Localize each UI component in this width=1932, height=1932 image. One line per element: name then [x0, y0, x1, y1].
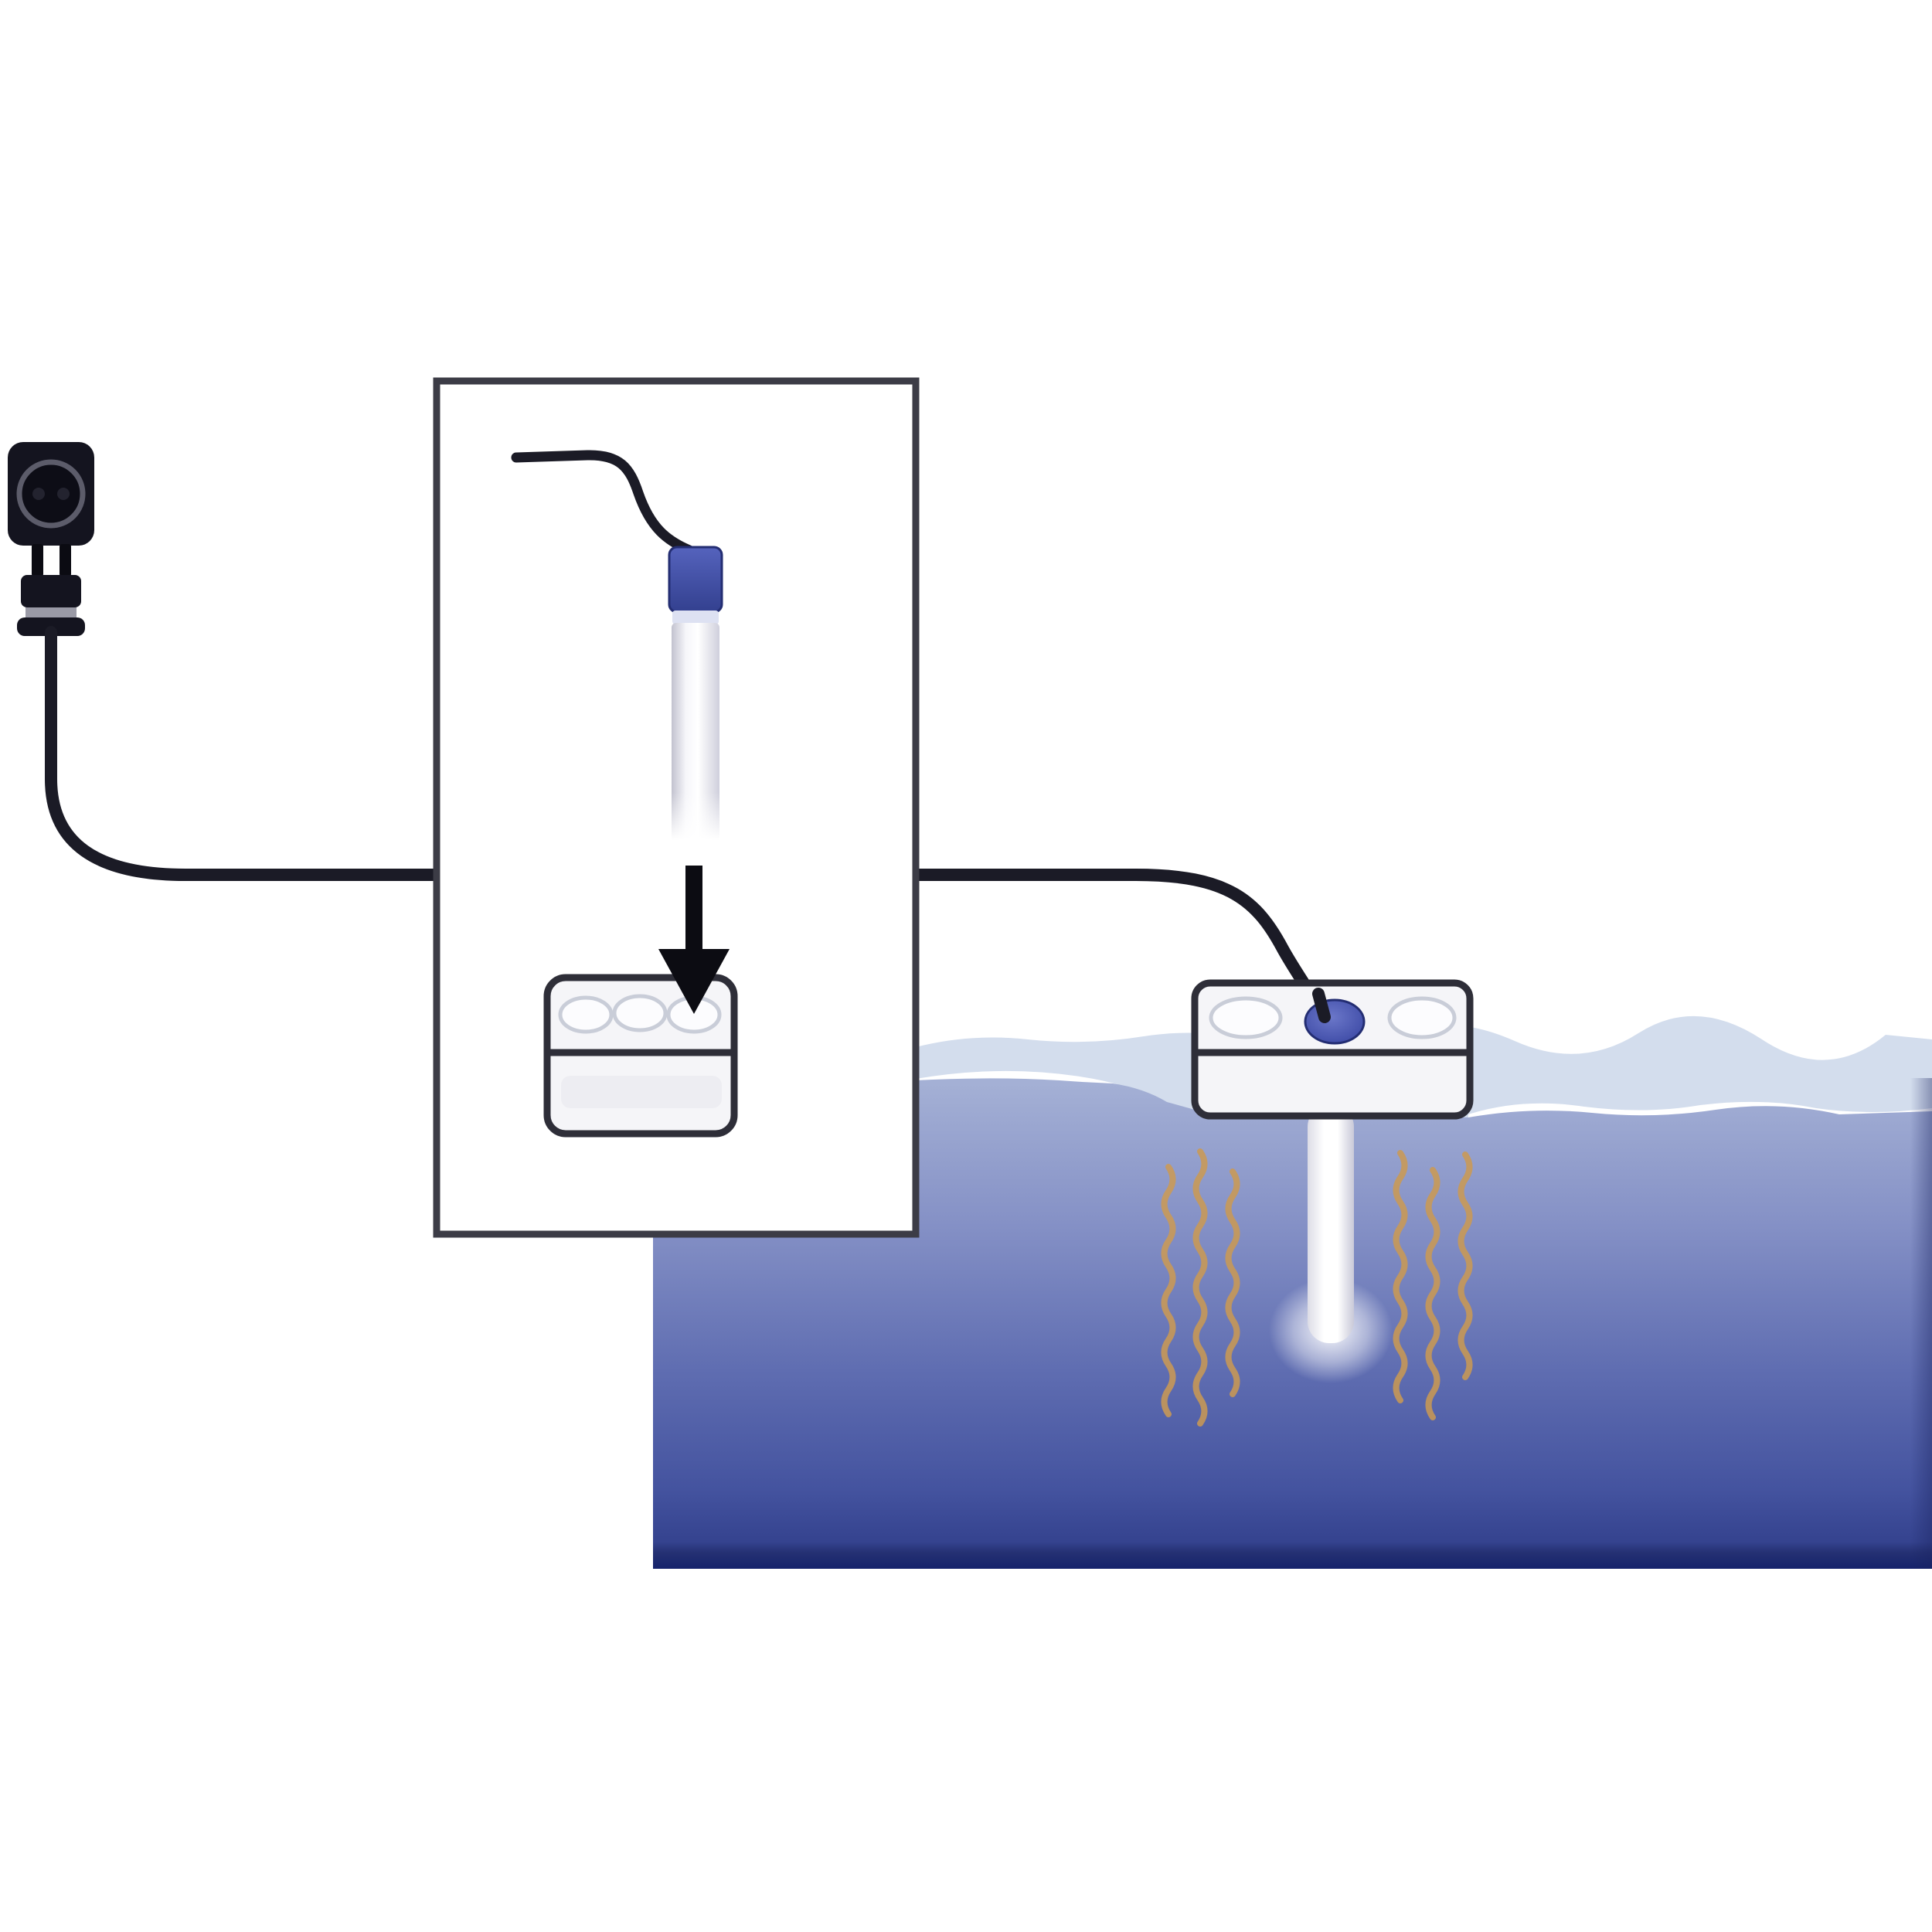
probe-cable	[511, 450, 695, 556]
probe-tube-fade	[663, 792, 728, 856]
heat-wave-left-1	[1161, 1164, 1176, 1417]
controller-slot-2	[612, 994, 668, 1032]
heater-unit	[1161, 979, 1474, 1427]
heat-wave-right-2	[1425, 1167, 1440, 1420]
water-right-edge-shadow	[1910, 1078, 1932, 1569]
controller-unit	[543, 974, 738, 1138]
insert-arrow	[658, 866, 730, 1014]
socket-hole-left	[32, 488, 45, 500]
heat-wave-right-3	[1458, 1151, 1473, 1380]
probe-collar	[672, 611, 719, 624]
socket-ring	[16, 459, 86, 529]
insert-arrow-shaft	[685, 866, 702, 957]
cable-gland-dot	[1304, 998, 1366, 1045]
plug-body	[21, 575, 81, 607]
heater-slot-left	[1209, 996, 1283, 1039]
heat-wave-right-1	[1393, 1150, 1408, 1403]
heater-slot-right	[1387, 996, 1457, 1039]
controller-unit-highlight	[561, 1076, 722, 1108]
heater-tube	[1308, 1105, 1354, 1343]
controller-panel	[433, 377, 920, 1238]
plug-prong-left	[32, 544, 43, 577]
power-plug	[8, 442, 94, 636]
heat-wave-left-2	[1192, 1148, 1208, 1427]
probe-tube	[672, 623, 719, 847]
probe-cap	[668, 546, 723, 614]
controller-slot-1	[558, 995, 614, 1034]
plug-collar	[26, 607, 77, 617]
plug-prong-right	[60, 544, 71, 577]
socket-hole-right	[57, 488, 70, 500]
cable-gland-tail	[1312, 988, 1331, 1023]
power-cable	[45, 626, 441, 881]
insert-arrow-head	[658, 949, 730, 1014]
heat-waves	[1161, 1148, 1473, 1427]
ph-probe	[663, 546, 728, 856]
heat-wave-left-3	[1225, 1168, 1240, 1397]
